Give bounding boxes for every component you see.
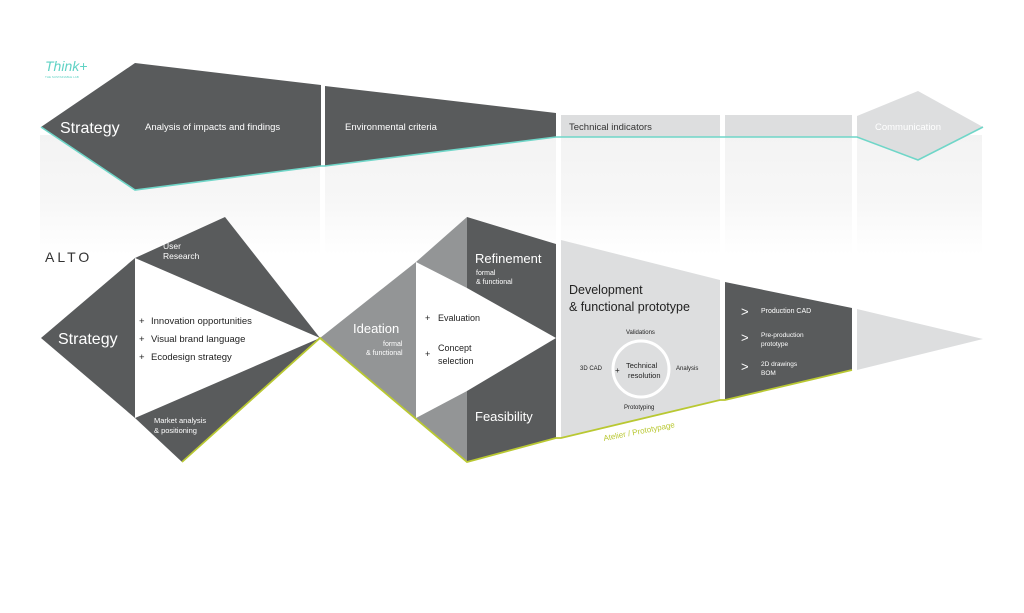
user-research-line2: Research [163, 251, 200, 261]
cad3d-label: 3D CAD [580, 366, 603, 372]
ideation-shape [320, 262, 416, 418]
innovation-item: Innovation opportunities [151, 316, 252, 327]
user-research-line1: User [163, 241, 181, 251]
preproduction-line1: Pre-production [761, 332, 804, 339]
strategy-bottom-triangle [135, 338, 320, 462]
chevron-right-icon: > [741, 304, 749, 319]
drawings-line1: 2D drawings [761, 361, 798, 368]
top-communication-label: Communication [875, 122, 941, 133]
plus-icon: + [139, 316, 145, 327]
top-teal-line [40, 126, 984, 191]
plus-icon: + [425, 349, 430, 359]
strategy-title: Strategy [58, 331, 118, 348]
resolution-cycle-icon [611, 339, 671, 399]
top-extra-shape [725, 115, 852, 137]
feasibility-shape [467, 338, 556, 462]
bottom-track: Strategy User Research + Innovation oppo… [41, 217, 983, 463]
concept-item-line1: Concept [438, 343, 472, 353]
strategy-top-triangle [135, 217, 320, 338]
top-technical-shape [561, 115, 720, 137]
top-strategy-shape [41, 63, 321, 190]
ideation-sub1: formal [383, 341, 403, 348]
development-title2: & functional prototype [569, 300, 690, 314]
technical-resolution-line1: Technical [626, 361, 658, 370]
chevron-right-icon: > [741, 330, 749, 345]
refinement-shape [467, 217, 556, 338]
preproduction-line2: prototype [761, 341, 788, 348]
development-title1: Development [569, 283, 643, 297]
development-shape [561, 240, 720, 438]
ecodesign-item: Ecodesign strategy [151, 352, 232, 363]
ideation-bottom-shape [416, 391, 467, 462]
production-shape [725, 282, 852, 400]
plus-icon: + [139, 352, 145, 363]
market-line2: & positioning [154, 426, 197, 435]
top-technical-label: Technical indicators [569, 122, 652, 133]
column-dividers [320, 80, 857, 280]
visual-brand-item: Visual brand language [151, 334, 245, 345]
ideation-sub2: & functional [366, 350, 403, 357]
alto-logo: ALTO [45, 249, 92, 265]
chevron-right-icon: > [741, 359, 749, 374]
think-logo-tagline: THE SUSTAINABLE LAB [45, 75, 79, 79]
prototyping-label: Prototyping [624, 405, 654, 411]
top-analysis-label: Analysis of impacts and findings [145, 122, 280, 133]
top-environmental-shape [325, 86, 556, 166]
refinement-title: Refinement [475, 251, 542, 266]
refinement-sub1: formal [476, 270, 496, 277]
top-environmental-label: Environmental criteria [345, 122, 438, 133]
concept-item-line2: selection [438, 356, 474, 366]
final-wedge-shape [857, 309, 983, 370]
ideation-title: Ideation [353, 321, 399, 336]
top-track: Strategy Analysis of impacts and finding… [40, 63, 984, 191]
strategy-left-triangle [41, 258, 135, 418]
market-line1: Market analysis [154, 416, 206, 425]
analysis-label: Analysis [676, 366, 698, 372]
evaluation-item: Evaluation [438, 313, 480, 323]
plus-icon: + [425, 313, 430, 323]
think-logo: Think+ THE SUSTAINABLE LAB [45, 58, 87, 79]
plus-icon: + [615, 366, 620, 375]
technical-resolution-line2: resolution [628, 371, 661, 380]
lime-baseline [181, 336, 853, 463]
plus-icon: + [139, 334, 145, 345]
ideation-top-shape [416, 217, 467, 288]
validations-label: Validations [626, 330, 655, 336]
think-logo-text: Think+ [45, 58, 87, 74]
drawings-line2: BOM [761, 370, 776, 377]
top-strategy-label: Strategy [60, 120, 120, 137]
refinement-sub2: & functional [476, 279, 513, 286]
feasibility-title: Feasibility [475, 409, 533, 424]
production-cad-label: Production CAD [761, 308, 811, 315]
